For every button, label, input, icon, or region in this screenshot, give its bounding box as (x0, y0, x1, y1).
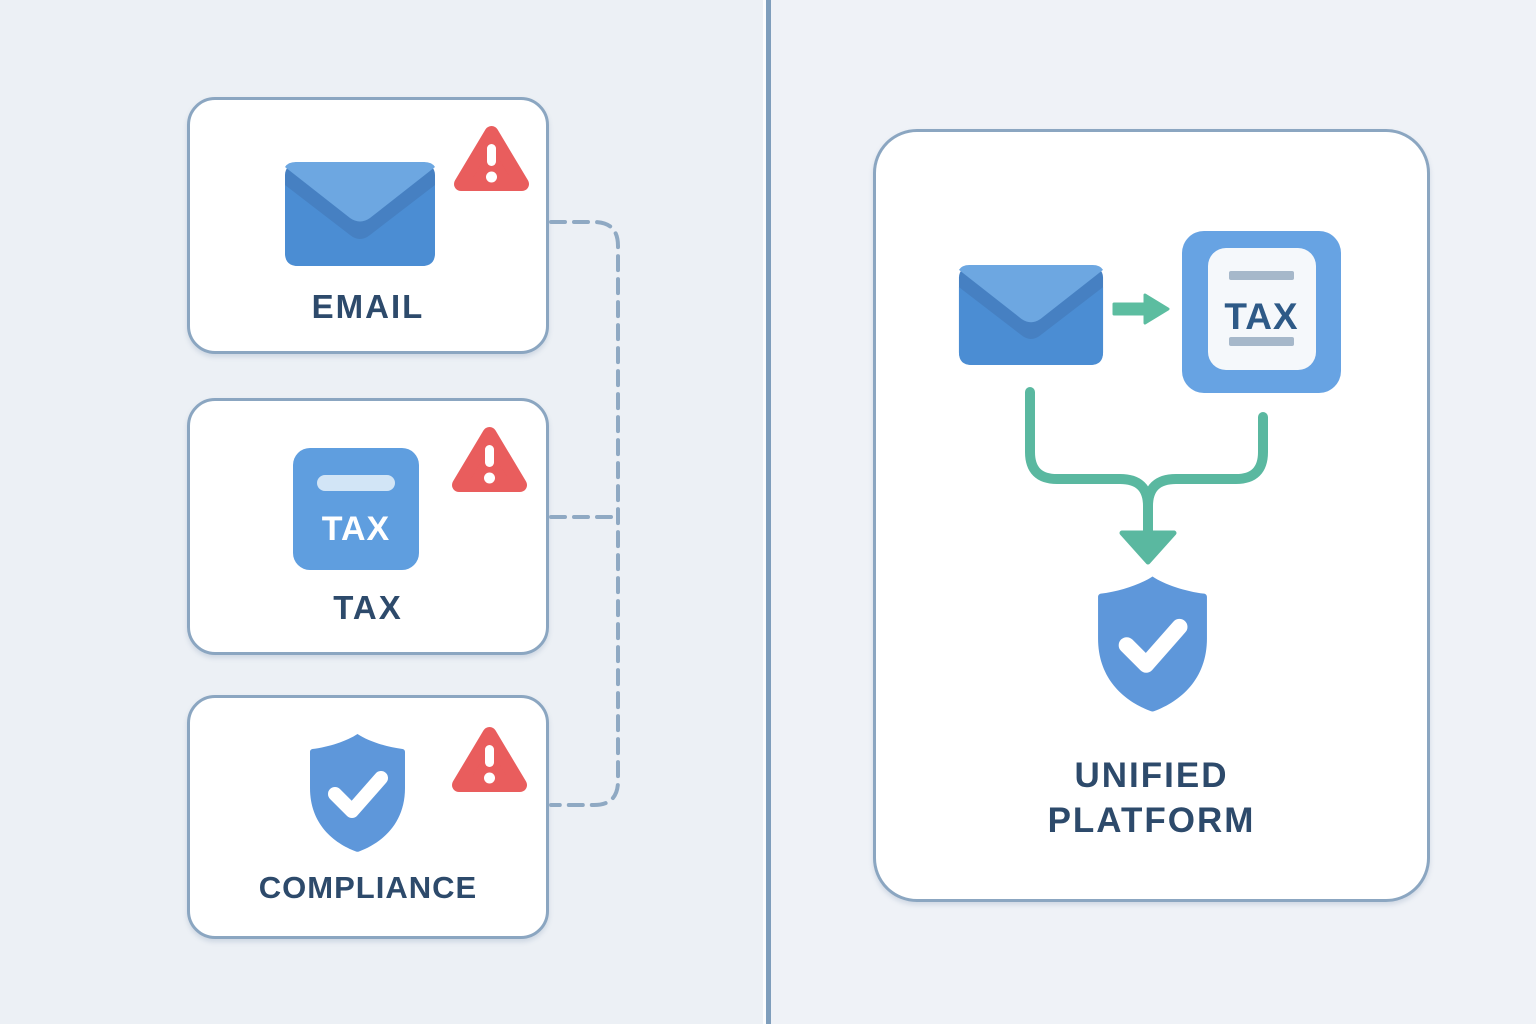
tax-card: TAX TAX (187, 398, 549, 655)
tax-icon-text: TAX (322, 510, 390, 548)
warning-icon (452, 727, 527, 792)
tax-document-icon: TAX (293, 448, 419, 570)
right-arrow-icon (1112, 293, 1170, 325)
dashed-connector-lines (549, 220, 620, 807)
unified-platform-label-line1: UNIFIED (1074, 756, 1229, 795)
tax-document-icon: TAX (1182, 231, 1341, 393)
tax-card-label: TAX (333, 589, 403, 626)
email-card-label: EMAIL (311, 288, 425, 325)
warning-icon (452, 427, 527, 492)
compliance-card: COMPLIANCE (187, 695, 549, 939)
shield-check-icon (310, 734, 405, 852)
unified-platform-label: UNIFIED PLATFORM (876, 753, 1427, 843)
center-divider (766, 0, 771, 1024)
shield-check-icon (1098, 576, 1207, 712)
unified-platform-panel: TAX UNIFIED PLATFORM (873, 129, 1430, 902)
envelope-icon (285, 162, 435, 266)
unified-platform-label-line2: PLATFORM (1047, 801, 1256, 840)
warning-icon (454, 126, 529, 191)
email-card: EMAIL (187, 97, 549, 354)
envelope-icon (958, 265, 1104, 365)
tax-icon-text: TAX (1224, 296, 1298, 337)
compliance-card-label: COMPLIANCE (258, 870, 478, 905)
